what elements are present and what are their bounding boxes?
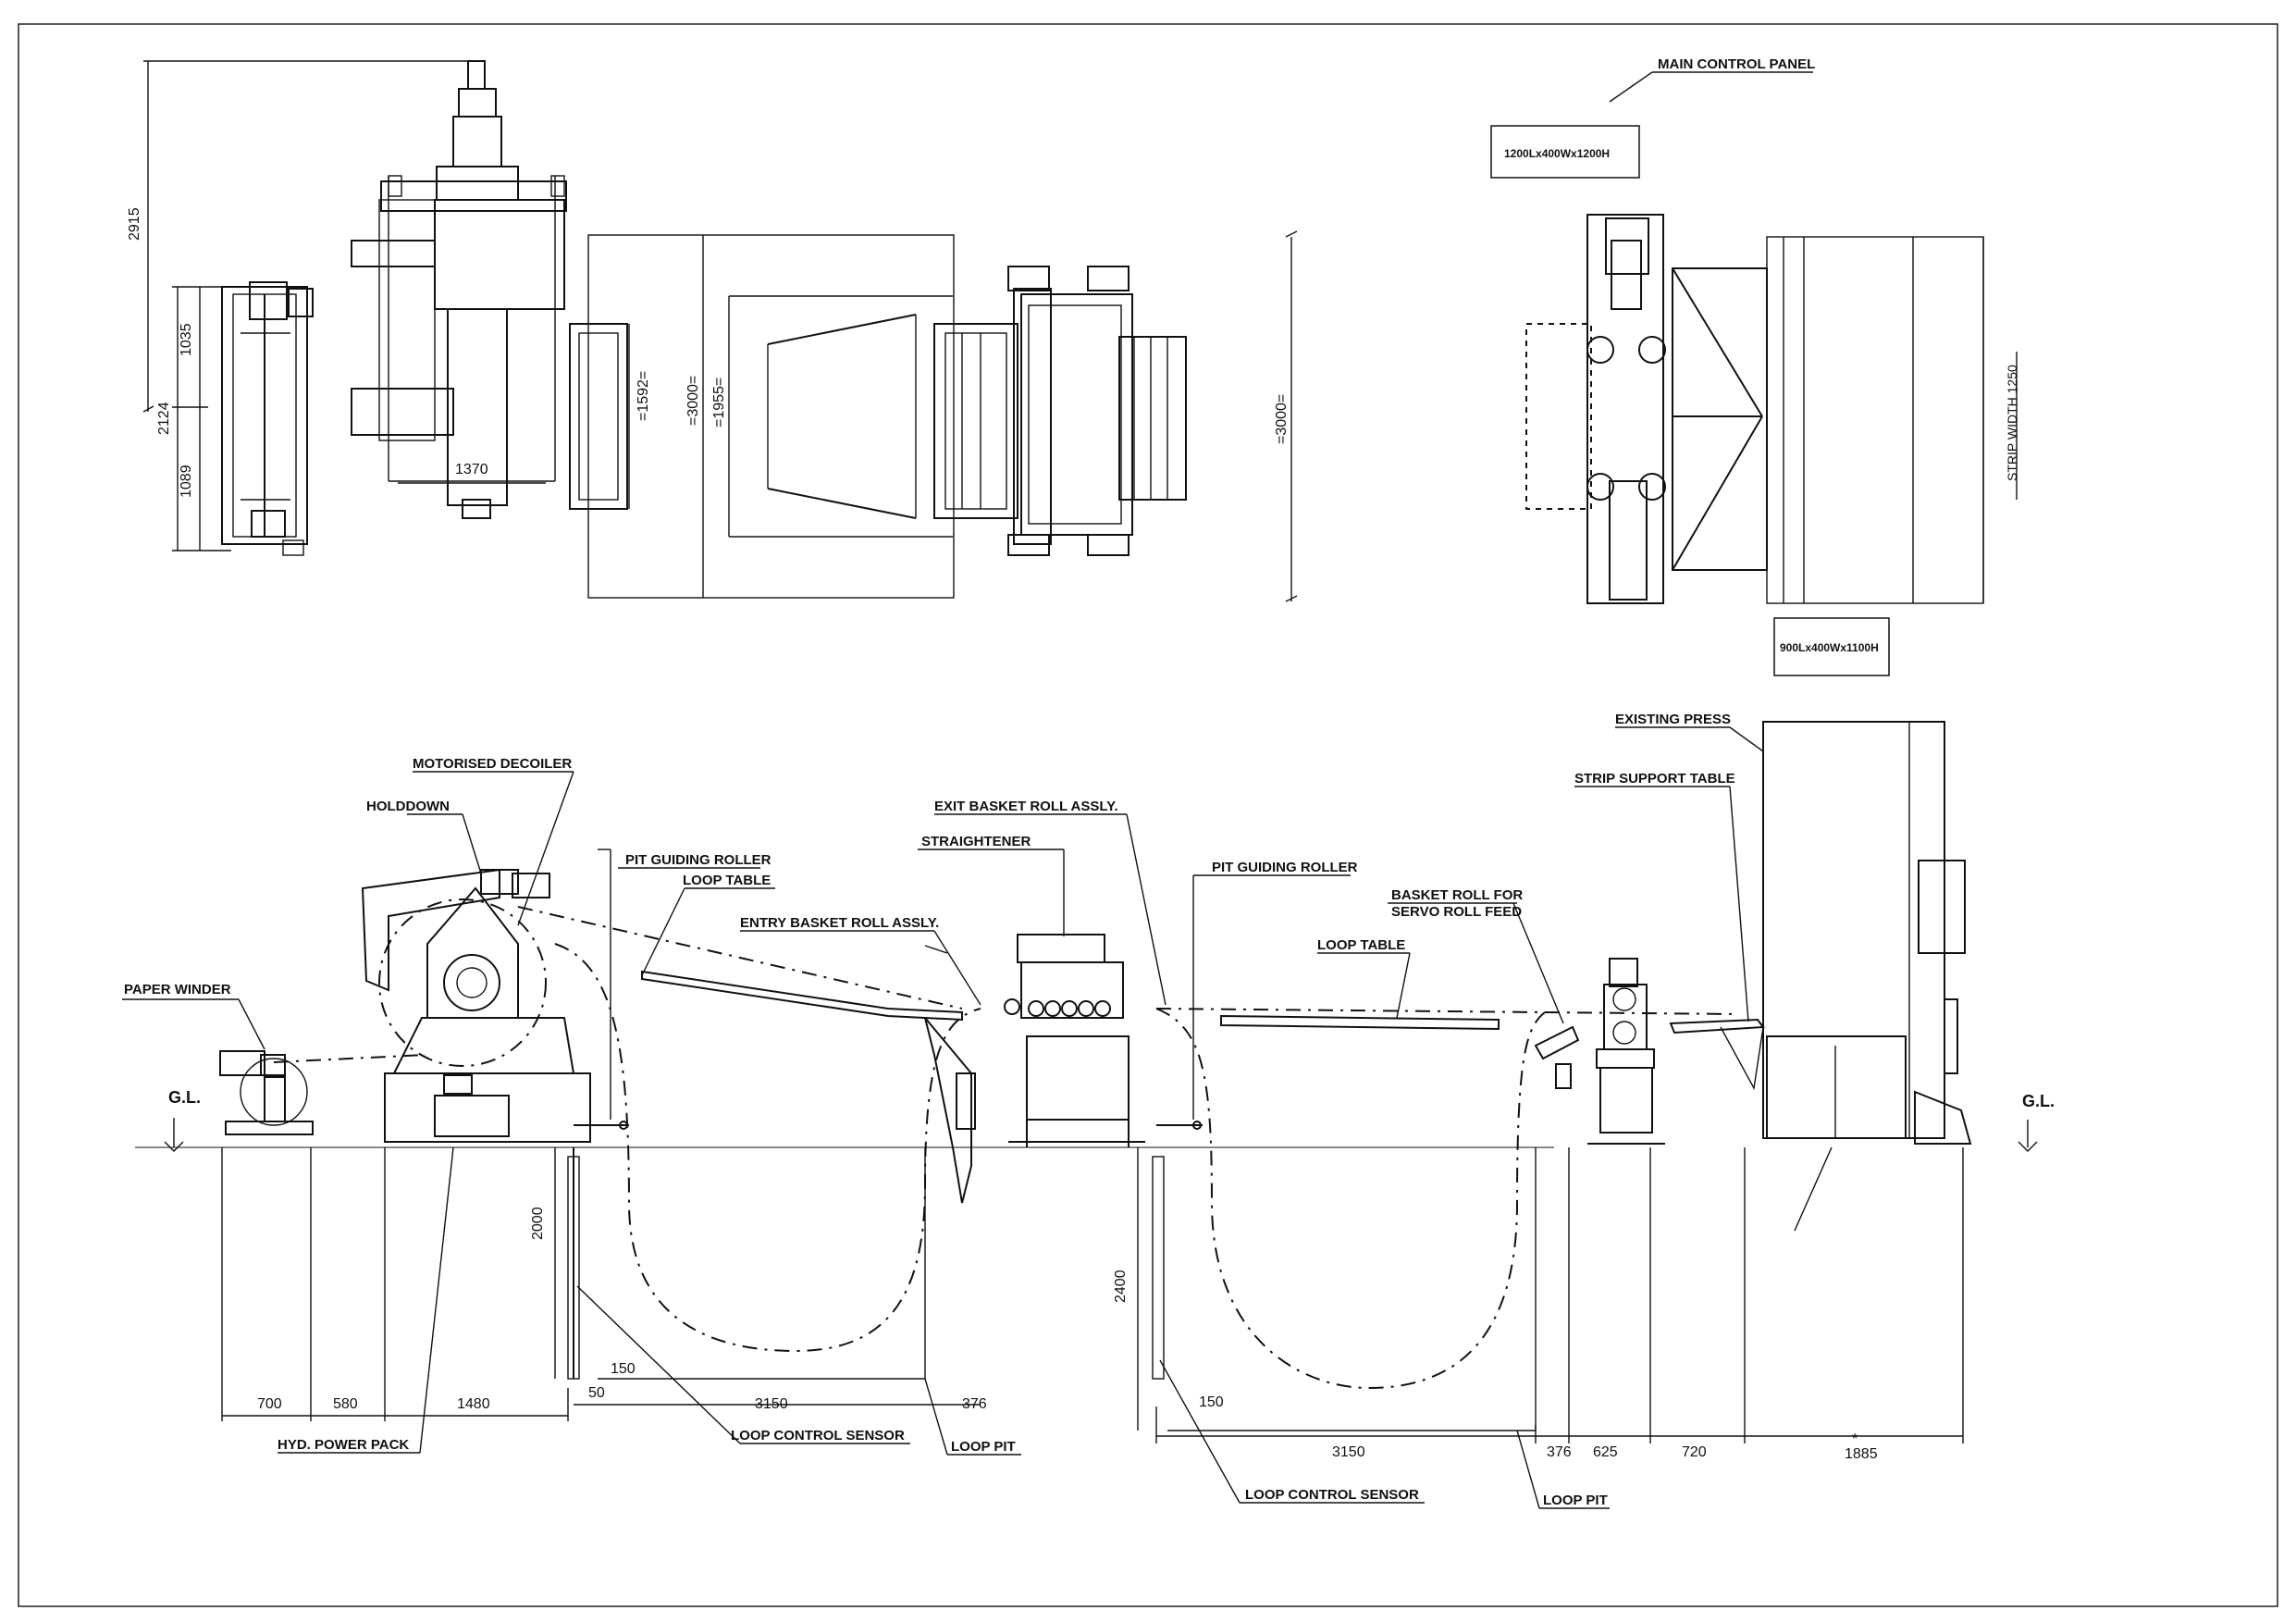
dim-1480: 1480 bbox=[457, 1396, 490, 1412]
control-panel-box-2 bbox=[1773, 617, 1890, 676]
loop-table-2: LOOP TABLE bbox=[1220, 937, 1500, 1031]
drawing-border bbox=[18, 23, 2278, 1607]
plan-view: 2915 1035 2124 1089 1370 bbox=[127, 56, 2019, 676]
loop-table-1: LOOP TABLE bbox=[641, 873, 963, 1022]
existing-press-label: EXISTING PRESS bbox=[1615, 712, 1731, 727]
paper-winder-plan bbox=[221, 281, 314, 556]
panel-size-2: 900Lx400Wx1100H bbox=[1780, 641, 1879, 654]
decoiler-elevation: HOLDDOWN MOTORISED DECOILER HYD. POWER P… bbox=[278, 756, 591, 1454]
hyd-power-pack-label: HYD. POWER PACK bbox=[278, 1437, 409, 1453]
basket-servo-label-2: SERVO ROLL FEED bbox=[1391, 904, 1522, 920]
loop-pit-1-label: LOOP PIT bbox=[951, 1439, 1016, 1455]
dim-376-b: 376 bbox=[1547, 1444, 1572, 1460]
elevation-view: PAPER WINDER G.L. G.L. HOLDDOWN MOTORISE… bbox=[122, 712, 2055, 1509]
dim-2124: 2124 bbox=[156, 402, 172, 435]
loop-pit-1: PIT GUIDING ROLLER 2000 LOOP CONTROL SEN… bbox=[530, 849, 1021, 1456]
dim-580: 580 bbox=[333, 1396, 358, 1412]
exit-basket-label: EXIT BASKET ROLL ASSLY. bbox=[934, 799, 1118, 814]
plan-dimensions-left: 2915 1035 2124 1089 bbox=[127, 60, 481, 551]
dim-3000-b: =3000= bbox=[1274, 394, 1290, 444]
dim-50: 50 bbox=[588, 1385, 605, 1401]
servo-feed-elevation: BASKET ROLL FOR SERVO ROLL FEED bbox=[1388, 887, 1665, 1145]
dim-1885: 1885 bbox=[1845, 1446, 1878, 1462]
dim-150-b: 150 bbox=[1199, 1394, 1224, 1410]
pit-guiding-roller-2-label: PIT GUIDING ROLLER bbox=[1212, 860, 1358, 875]
gl-left-label: G.L. bbox=[168, 1088, 201, 1107]
dim-2400: 2400 bbox=[1113, 1270, 1129, 1303]
panel-size-1: 1200Lx400Wx1200H bbox=[1504, 147, 1610, 160]
strip-support-table-label: STRIP SUPPORT TABLE bbox=[1574, 771, 1735, 787]
decoiler-plan: 1370 bbox=[351, 60, 567, 519]
straightener-label: STRAIGHTENER bbox=[921, 834, 1031, 849]
straightener-plan bbox=[933, 266, 1187, 556]
entry-basket-label: ENTRY BASKET ROLL ASSLY. bbox=[740, 915, 939, 931]
dim-3000-a: =3000= bbox=[685, 376, 701, 426]
paper-path bbox=[273, 1054, 426, 1063]
press-plan: STRIP WIDTH 1250 900Lx400Wx1100H bbox=[1525, 214, 2019, 676]
strip-path-2 bbox=[1155, 1008, 1740, 1015]
main-control-panel-label: MAIN CONTROL PANEL bbox=[1658, 56, 1815, 72]
existing-press-elevation: EXISTING PRESS STRIP SUPPORT TABLE bbox=[1574, 712, 1972, 1232]
dim-3000-b-line: =3000= bbox=[1274, 230, 1298, 602]
main-control-panel: MAIN CONTROL PANEL 1200Lx400Wx1200H bbox=[1490, 56, 1815, 179]
paper-winder-elevation: PAPER WINDER bbox=[122, 982, 314, 1135]
loop-pit-2-label: LOOP PIT bbox=[1543, 1493, 1608, 1508]
dim-1592: =1592= bbox=[636, 371, 651, 421]
loop-table-2-label: LOOP TABLE bbox=[1317, 937, 1405, 953]
strip-path-1 bbox=[517, 906, 963, 1010]
dim-1955: =1955= bbox=[711, 378, 727, 427]
loop-control-sensor-2-label: LOOP CONTROL SENSOR bbox=[1245, 1487, 1419, 1503]
holddown-label: HOLDDOWN bbox=[366, 799, 450, 814]
control-panel-box bbox=[1490, 125, 1640, 179]
basket-servo-label-1: BASKET ROLL FOR bbox=[1391, 887, 1523, 903]
loop-table-1-label: LOOP TABLE bbox=[683, 873, 771, 888]
dim-700: 700 bbox=[257, 1396, 282, 1412]
dim-625: 625 bbox=[1593, 1444, 1618, 1460]
asterisk-mark: * bbox=[1852, 1431, 1858, 1447]
dim-3150-b: 3150 bbox=[1332, 1444, 1365, 1460]
dim-376-a: 376 bbox=[962, 1396, 987, 1412]
dim-1035: 1035 bbox=[179, 323, 194, 356]
pit-guiding-roller-1-label: PIT GUIDING ROLLER bbox=[625, 852, 772, 868]
dim-1370: 1370 bbox=[455, 462, 488, 477]
dim-3150-a: 3150 bbox=[755, 1396, 788, 1412]
paper-winder-label: PAPER WINDER bbox=[124, 982, 231, 997]
entry-table-plan: =1592= =3000= =1955= bbox=[569, 234, 955, 599]
loop-control-sensor-1-label: LOOP CONTROL SENSOR bbox=[731, 1428, 905, 1443]
dim-150-a: 150 bbox=[611, 1361, 636, 1377]
dim-2000: 2000 bbox=[530, 1207, 546, 1240]
dim-1089: 1089 bbox=[179, 465, 194, 498]
strip-width-label: STRIP WIDTH 1250 bbox=[2005, 365, 2019, 481]
dim-2915: 2915 bbox=[127, 207, 142, 241]
gl-right-label: G.L. bbox=[2022, 1092, 2055, 1110]
bottom-dimensions: 700 580 1480 50 150 3150 376 150 3150 37… bbox=[221, 1147, 1964, 1462]
loop-pit-2: PIT GUIDING ROLLER 2400 LOOP CONTROL SEN… bbox=[1113, 860, 1610, 1509]
motorised-decoiler-label: MOTORISED DECOILER bbox=[413, 756, 572, 772]
straightener-elevation: ENTRY BASKET ROLL ASSLY. STRAIGHTENER EX… bbox=[740, 799, 1167, 1204]
dim-720: 720 bbox=[1682, 1444, 1707, 1460]
